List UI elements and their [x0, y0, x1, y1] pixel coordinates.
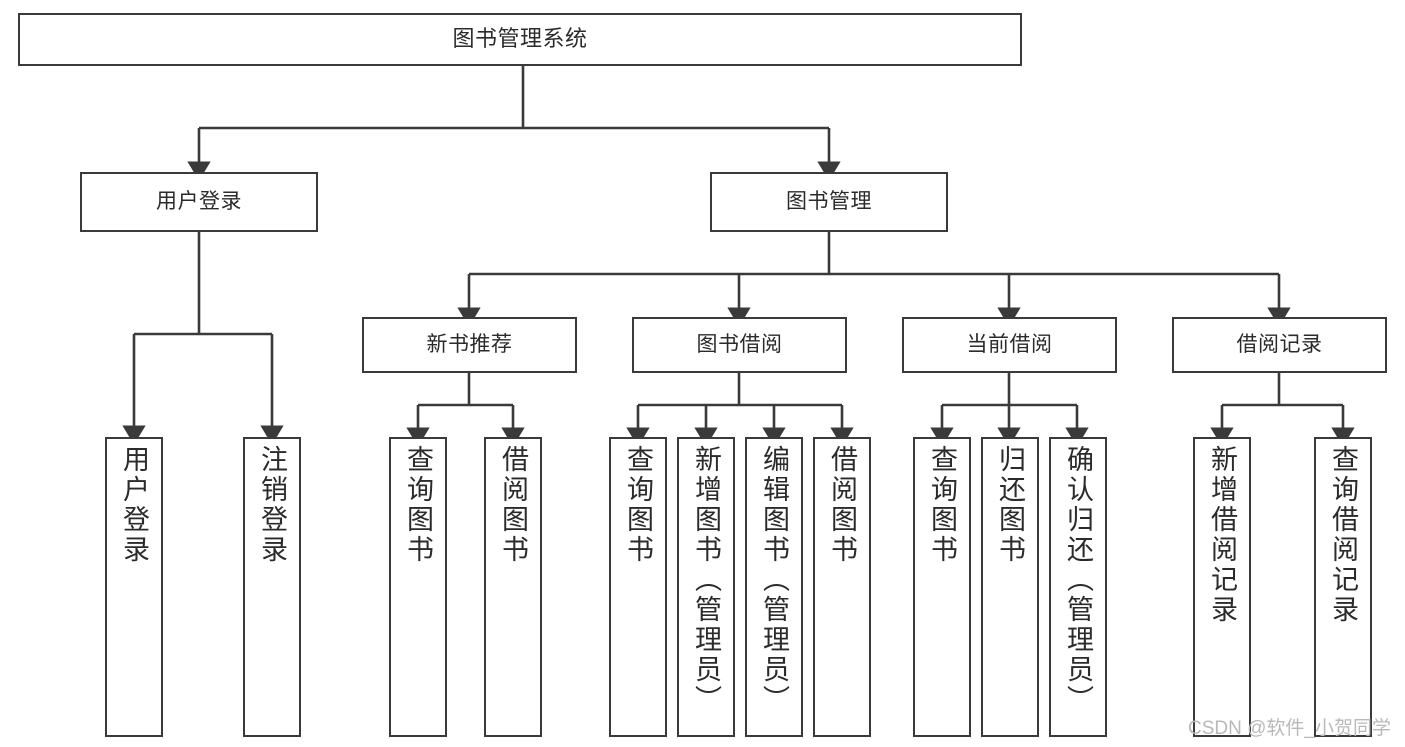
- node-new-book-recommend[interactable]: 新书推荐: [362, 317, 577, 373]
- leaf-new-book-borrow[interactable]: 借阅图书: [484, 437, 542, 737]
- leaf-current-borrow-confirm-label: 确认归还（管理员）: [1063, 445, 1094, 715]
- node-user-login-label: 用户登录: [156, 190, 242, 214]
- node-book-borrow[interactable]: 图书借阅: [632, 317, 847, 373]
- leaf-book-borrow-edit[interactable]: 编辑图书（管理员）: [745, 437, 803, 737]
- leaf-current-borrow-return[interactable]: 归还图书: [981, 437, 1039, 737]
- leaf-current-borrow-query[interactable]: 查询图书: [913, 437, 971, 737]
- node-book-management-label: 图书管理: [786, 190, 872, 214]
- leaf-new-book-query[interactable]: 查询图书: [389, 437, 447, 737]
- node-borrow-records-label: 借阅记录: [1236, 333, 1323, 357]
- leaf-book-borrow-query[interactable]: 查询图书: [609, 437, 667, 737]
- node-user-login[interactable]: 用户登录: [80, 172, 318, 232]
- leaf-current-borrow-return-label: 归还图书: [995, 445, 1026, 565]
- node-book-borrow-label: 图书借阅: [696, 333, 783, 357]
- leaf-user-login-logout-label: 注销登录: [257, 445, 288, 565]
- leaf-book-borrow-add-label: 新增图书（管理员）: [691, 445, 722, 715]
- leaf-borrow-records-query[interactable]: 查询借阅记录: [1314, 437, 1372, 737]
- leaf-current-borrow-query-label: 查询图书: [927, 445, 958, 565]
- leaf-book-borrow-query-label: 查询图书: [623, 445, 654, 565]
- leaf-borrow-records-add[interactable]: 新增借阅记录: [1193, 437, 1251, 737]
- leaf-user-login-login[interactable]: 用户登录: [105, 437, 163, 737]
- node-current-borrow[interactable]: 当前借阅: [902, 317, 1117, 373]
- node-new-book-recommend-label: 新书推荐: [426, 333, 513, 357]
- node-current-borrow-label: 当前借阅: [966, 333, 1053, 357]
- node-borrow-records[interactable]: 借阅记录: [1172, 317, 1387, 373]
- leaf-user-login-login-label: 用户登录: [119, 445, 150, 565]
- leaf-borrow-records-query-label: 查询借阅记录: [1328, 445, 1359, 625]
- node-root-system-label: 图书管理系统: [452, 26, 588, 52]
- leaf-new-book-borrow-label: 借阅图书: [498, 445, 529, 565]
- leaf-book-borrow-edit-label: 编辑图书（管理员）: [759, 445, 790, 715]
- leaf-user-login-logout[interactable]: 注销登录: [243, 437, 301, 737]
- csdn-watermark: CSDN @软件_小贺同学: [1188, 718, 1391, 739]
- leaf-book-borrow-borrow-label: 借阅图书: [827, 445, 858, 565]
- leaf-new-book-query-label: 查询图书: [403, 445, 434, 565]
- leaf-book-borrow-add[interactable]: 新增图书（管理员）: [677, 437, 735, 737]
- leaf-book-borrow-borrow[interactable]: 借阅图书: [813, 437, 871, 737]
- node-root-system[interactable]: 图书管理系统: [18, 13, 1022, 66]
- node-book-management[interactable]: 图书管理: [710, 172, 948, 232]
- leaf-borrow-records-add-label: 新增借阅记录: [1207, 445, 1238, 625]
- leaf-current-borrow-confirm[interactable]: 确认归还（管理员）: [1049, 437, 1107, 737]
